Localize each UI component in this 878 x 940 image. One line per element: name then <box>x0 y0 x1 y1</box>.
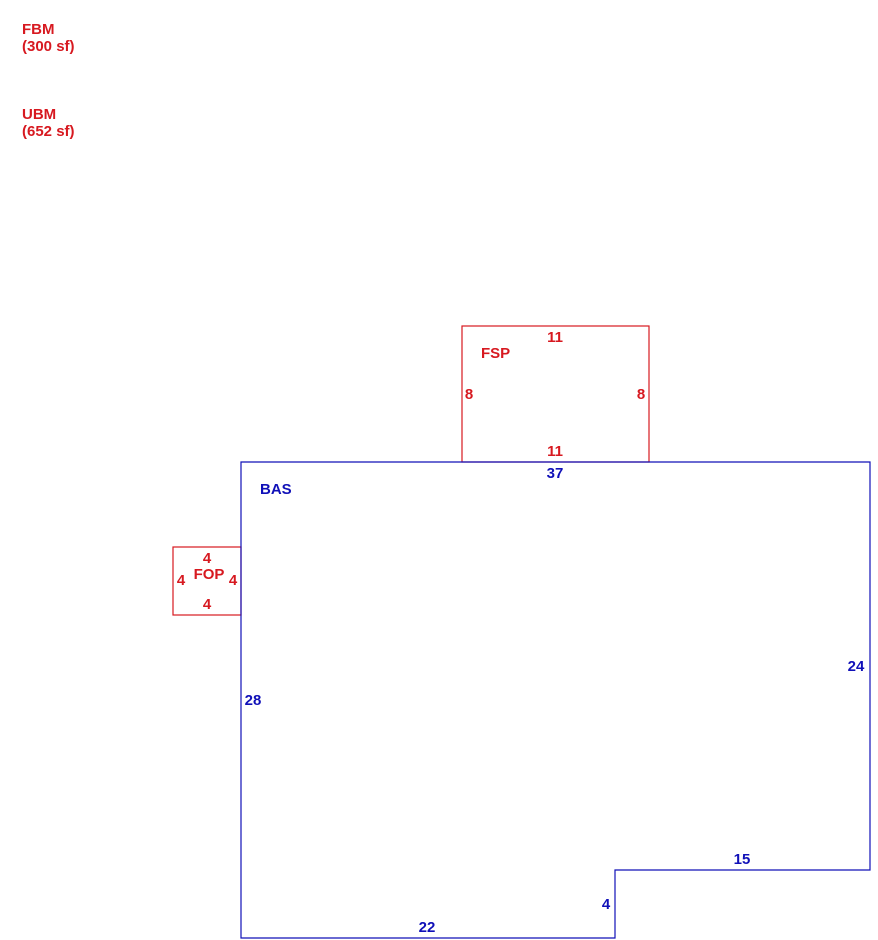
fop-right-dim: 4 <box>229 572 238 589</box>
bas-outline <box>240 461 871 939</box>
bas-left-dim: 28 <box>245 692 262 709</box>
fsp-label: FSP <box>481 345 510 362</box>
fsp-right-dim: 8 <box>637 386 645 403</box>
fop-left-dim: 4 <box>177 572 186 589</box>
legend-fbm-code: FBM <box>22 21 55 38</box>
legend-fbm-area: (300 sf) <box>22 38 75 55</box>
legend-ubm-area: (652 sf) <box>22 123 75 140</box>
bas-top-dim: 37 <box>547 465 564 482</box>
bas-label: BAS <box>260 481 292 498</box>
fsp-top-dim: 11 <box>547 329 563 346</box>
bas-bottom-dim: 22 <box>419 919 436 936</box>
legend-ubm-code: UBM <box>22 106 57 123</box>
fsp-left-dim: 8 <box>465 386 473 403</box>
fop-top-dim: 4 <box>203 550 212 567</box>
fop-label: FOP <box>194 566 225 583</box>
fsp-bottom-dim: 11 <box>547 443 563 460</box>
bas-step-side-dim: 4 <box>602 896 611 913</box>
bas-right-dim: 24 <box>848 658 865 675</box>
fop-bottom-dim: 4 <box>203 596 212 613</box>
bas-step-top-dim: 15 <box>734 851 751 868</box>
legend-ubm: UBM (652 sf) <box>22 106 75 140</box>
legend-fbm: FBM (300 sf) <box>22 21 75 55</box>
